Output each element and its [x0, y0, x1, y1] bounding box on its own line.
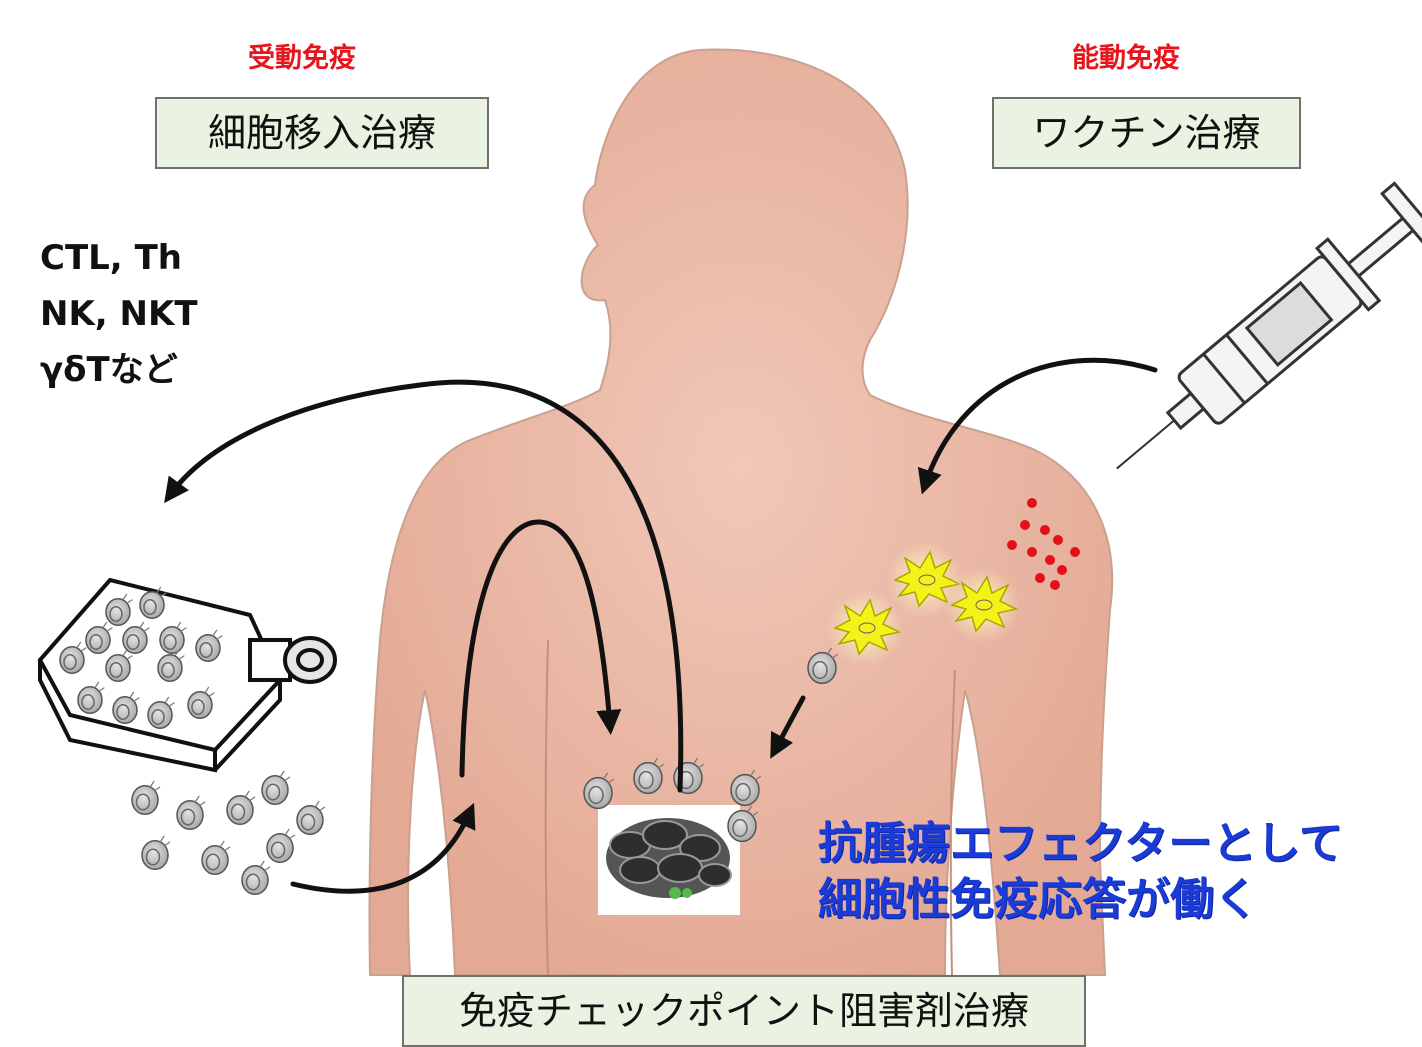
lymphocyte-icon [188, 687, 214, 718]
antigen-dot [1040, 525, 1050, 535]
antigen-dot [1050, 580, 1060, 590]
lymphocyte-icon [262, 771, 290, 804]
cell-type-line: NK, NKT [40, 286, 198, 342]
lymphocyte-icon [106, 650, 132, 681]
lymphocyte-icon [148, 697, 174, 728]
lymphocyte-icon [297, 801, 325, 834]
lymphocyte-icon [177, 796, 205, 829]
antigen-dot [1035, 573, 1045, 583]
lymphocyte-icon [106, 594, 132, 625]
antigen-dot [1053, 535, 1063, 545]
antigen-dot [1057, 565, 1067, 575]
lymphocyte-icon [132, 781, 160, 814]
antigen-dot [1045, 555, 1055, 565]
lymphocyte-icon [242, 861, 270, 894]
syringe-icon [1091, 183, 1422, 499]
lymphocyte-icon [196, 630, 222, 661]
lymphocyte-icon [86, 622, 112, 653]
effector-response-text: 抗腫瘍エフェクターとして 細胞性免疫応答が働く [818, 816, 1343, 928]
lymphocyte-icon [227, 791, 255, 824]
lymphocyte-icon [78, 682, 104, 713]
antigen-dot [1020, 520, 1030, 530]
lymphocyte-icon [60, 642, 86, 673]
culture-flask-icon [40, 580, 335, 770]
lymphocyte-icon [202, 841, 230, 874]
cell-types-list: CTL, Th NK, NKT γδTなど [40, 230, 198, 398]
antigen-dot [1027, 547, 1037, 557]
passive-immunity-label: 受動免疫 [248, 36, 356, 75]
antigen-dot [1070, 547, 1080, 557]
effector-line: 抗腫瘍エフェクターとして [818, 816, 1343, 872]
tumor-icon [598, 805, 740, 915]
lymphocyte-icon [113, 692, 139, 723]
vaccine-therapy-label: ワクチン治療 [992, 97, 1301, 169]
lymphocyte-icon [123, 622, 149, 653]
lymphocyte-icon [158, 650, 184, 681]
active-immunity-label: 能動免疫 [1072, 36, 1180, 75]
effector-line: 細胞性免疫応答が働く [818, 872, 1343, 928]
antigen-dot [1027, 498, 1037, 508]
expanded-cells [132, 771, 325, 894]
antigen-dot [1007, 540, 1017, 550]
cell-transfer-therapy-label: 細胞移入治療 [155, 97, 489, 169]
lymphocyte-icon [267, 829, 295, 862]
checkpoint-inhibitor-therapy-label: 免疫チェックポイント阻害剤治療 [402, 975, 1086, 1047]
cell-type-line: γδTなど [40, 342, 198, 398]
cell-type-line: CTL, Th [40, 230, 198, 286]
lymphocyte-icon [142, 836, 170, 869]
lymphocyte-icon [160, 622, 186, 653]
